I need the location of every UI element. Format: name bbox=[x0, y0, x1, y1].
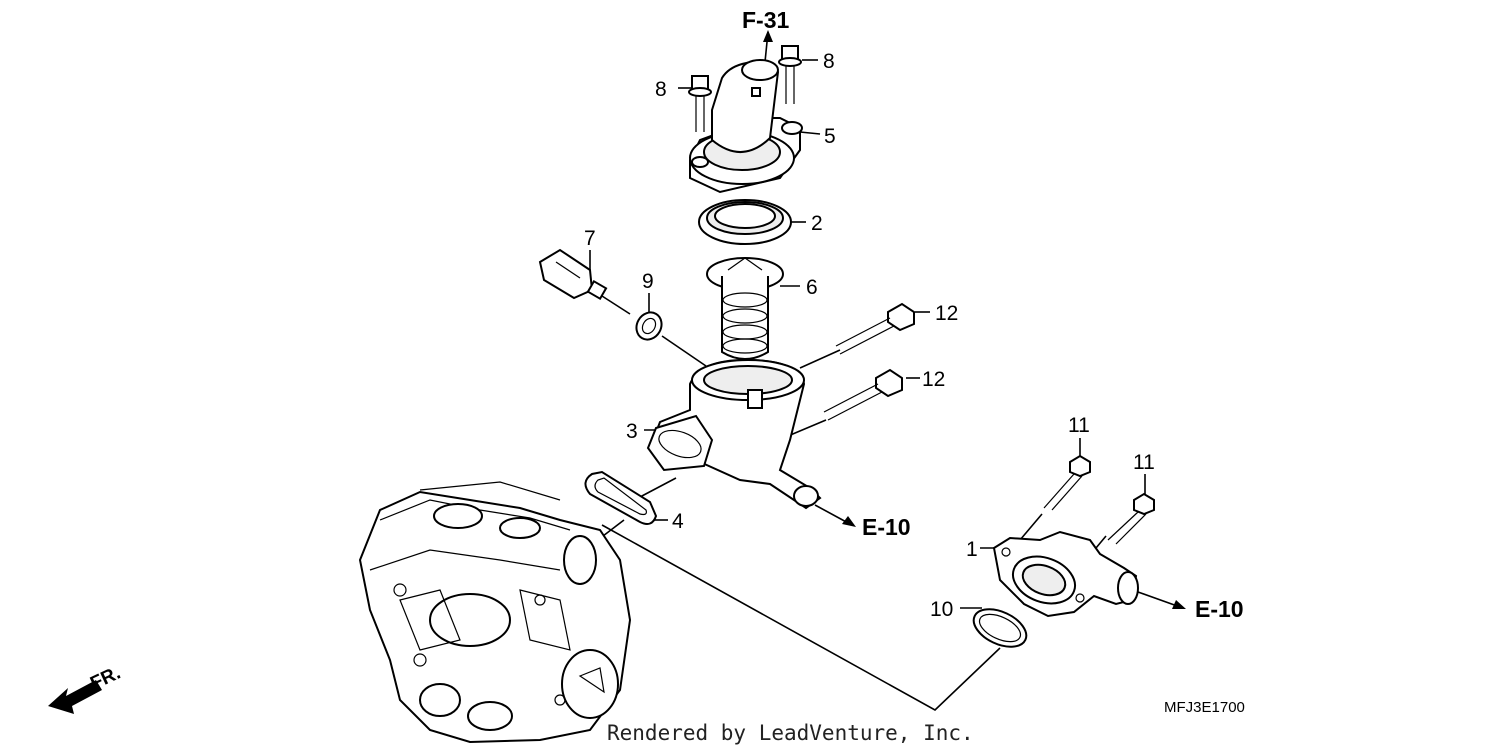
ref-label-f31[interactable]: F-31 bbox=[742, 7, 790, 33]
temperature-sensor[interactable] bbox=[538, 248, 631, 315]
part-label-8b[interactable]: 8 bbox=[823, 50, 835, 73]
part-label-3[interactable]: 3 bbox=[626, 420, 638, 443]
part-label-2[interactable]: 2 bbox=[811, 212, 823, 235]
part-label-9[interactable]: 9 bbox=[642, 270, 654, 293]
part-label-12b[interactable]: 12 bbox=[922, 368, 945, 391]
part-label-8a[interactable]: 8 bbox=[655, 78, 667, 101]
leader-lines bbox=[564, 30, 1186, 711]
part-label-7[interactable]: 7 bbox=[584, 227, 596, 250]
engine-block bbox=[358, 481, 632, 744]
part-label-12a[interactable]: 12 bbox=[935, 302, 958, 325]
part-label-11b[interactable]: 11 bbox=[1133, 451, 1155, 474]
ref-label-e10-mid[interactable]: E-10 bbox=[862, 514, 911, 540]
bolt-11-left[interactable] bbox=[1043, 454, 1091, 511]
sealing-washer[interactable] bbox=[632, 308, 667, 344]
ref-label-e10-low[interactable]: E-10 bbox=[1195, 596, 1244, 622]
long-bolt-upper[interactable] bbox=[835, 302, 915, 355]
thermostat[interactable] bbox=[706, 257, 784, 360]
part-label-6[interactable]: 6 bbox=[806, 276, 818, 299]
render-credit: Rendered by LeadVenture, Inc. bbox=[607, 721, 974, 745]
seal-ring[interactable] bbox=[698, 199, 792, 245]
long-bolt-lower[interactable] bbox=[823, 368, 903, 421]
part-label-4[interactable]: 4 bbox=[672, 510, 684, 533]
diagram-code: MFJ3E1700 bbox=[1164, 699, 1245, 716]
water-outlet-cover[interactable] bbox=[689, 59, 803, 194]
front-direction-arrow bbox=[48, 680, 102, 714]
flange-bolt-left[interactable] bbox=[688, 75, 712, 132]
part-label-11a[interactable]: 11 bbox=[1068, 414, 1090, 437]
o-ring-oblong[interactable] bbox=[584, 470, 658, 525]
thermostat-housing[interactable] bbox=[646, 358, 822, 510]
part-label-1[interactable]: 1 bbox=[966, 538, 978, 561]
flange-bolt-right[interactable] bbox=[778, 45, 802, 104]
o-ring-round[interactable] bbox=[968, 602, 1032, 655]
part-label-5[interactable]: 5 bbox=[824, 125, 836, 148]
bolt-11-right[interactable] bbox=[1107, 492, 1155, 545]
part-label-10[interactable]: 10 bbox=[930, 598, 953, 621]
water-inlet-joint[interactable] bbox=[992, 530, 1139, 618]
